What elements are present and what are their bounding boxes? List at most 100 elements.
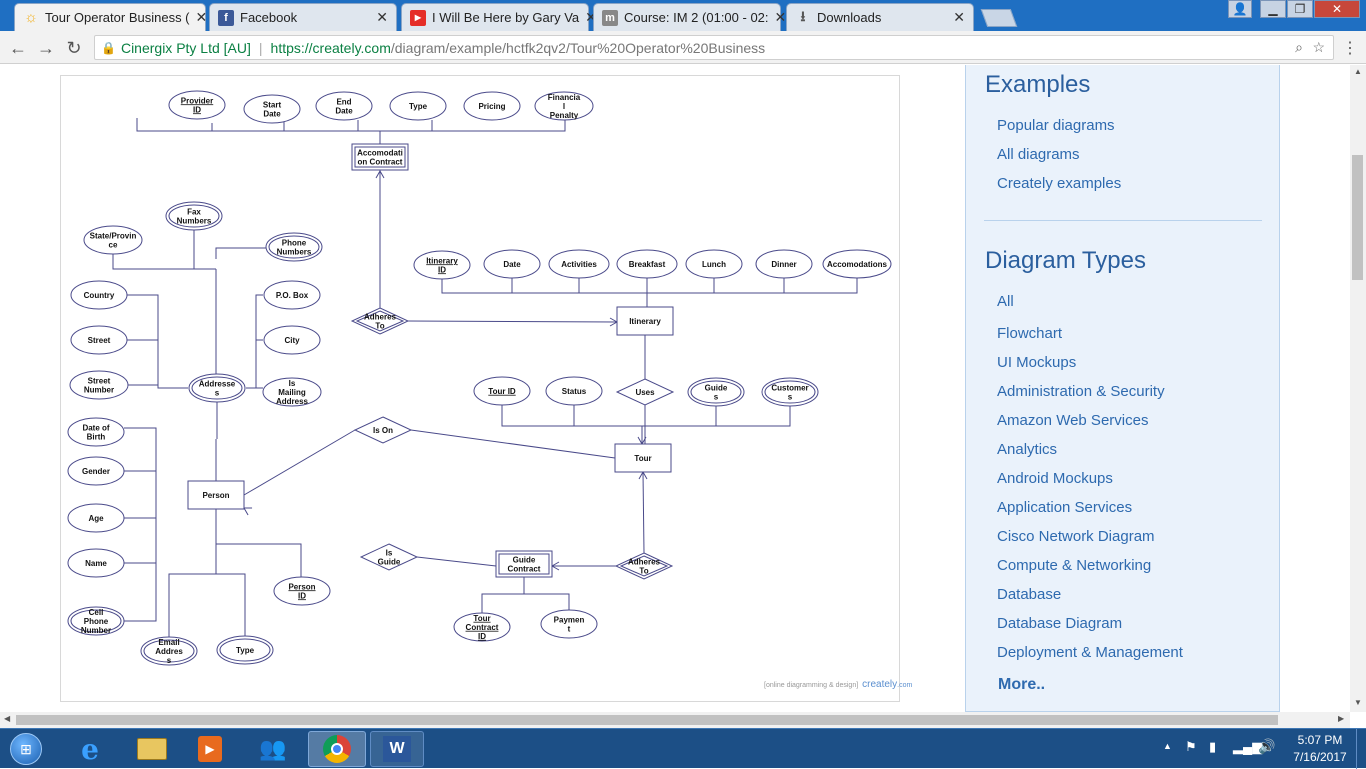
tab-course[interactable]: m Course: IM 2 (01:00 - 02: ✕ [593, 3, 786, 31]
attribute-country[interactable]: Country [70, 280, 128, 310]
type-link[interactable]: Database [997, 586, 1062, 603]
media-player-icon[interactable]: ▶ [184, 731, 236, 767]
type-link[interactable]: Deployment & Management [997, 644, 1183, 661]
word-icon[interactable]: W [370, 731, 424, 767]
link-all-diagrams[interactable]: All diagrams [997, 146, 1080, 163]
new-tab-button[interactable] [980, 9, 1018, 27]
attribute-date[interactable]: Date [483, 249, 541, 279]
type-link[interactable]: UI Mockups [997, 354, 1077, 371]
type-link[interactable]: Amazon Web Services [997, 412, 1149, 429]
minimize-button[interactable]: ▁ [1260, 0, 1286, 18]
type-link[interactable]: Android Mockups [997, 470, 1113, 487]
tab-downloads[interactable]: ⭳ Downloads ✕ [786, 3, 974, 31]
attribute-accomodations[interactable]: Accomodations [822, 249, 892, 279]
type-link[interactable]: Administration & Security [997, 383, 1165, 400]
attribute-p-o-box[interactable]: P.O. Box [263, 280, 321, 310]
attribute-gender[interactable]: Gender [67, 456, 125, 486]
entity-person[interactable]: Person [187, 480, 245, 510]
maximize-button[interactable]: ❐ [1287, 0, 1313, 18]
start-button[interactable]: ⊞ [2, 731, 50, 767]
scroll-up-arrow[interactable]: ▲ [1354, 67, 1362, 76]
file-explorer-icon[interactable] [126, 731, 178, 767]
action-center-icon[interactable]: ⚑ [1185, 739, 1197, 754]
relationship-uses[interactable]: Uses [615, 378, 675, 406]
tab-youtube[interactable]: ▶ I Will Be Here by Gary Va ✕ [401, 3, 597, 31]
scroll-down-arrow[interactable]: ▼ [1354, 698, 1362, 707]
vertical-scrollbar[interactable]: ▲ ▼ [1350, 65, 1366, 712]
attribute-name[interactable]: Name [67, 548, 125, 578]
scroll-right-arrow[interactable]: ▶ [1338, 714, 1345, 723]
link-popular-diagrams[interactable]: Popular diagrams [997, 117, 1115, 134]
tab-facebook[interactable]: f Facebook ✕ [209, 3, 397, 31]
horizontal-scrollbar[interactable]: ◀ ▶ [0, 712, 1350, 728]
reload-icon[interactable]: ↻ [66, 37, 82, 58]
entity-tour[interactable]: Tour [614, 443, 672, 473]
clock-date[interactable]: 7/16/2017 [1293, 750, 1347, 764]
show-desktop-button[interactable] [1356, 729, 1366, 769]
close-icon[interactable]: ✕ [195, 9, 208, 25]
close-icon[interactable]: ✕ [376, 9, 388, 25]
internet-explorer-icon[interactable]: e [81, 732, 99, 766]
scroll-left-arrow[interactable]: ◀ [4, 714, 11, 723]
attribute-tour-id[interactable]: Tour ID [473, 376, 531, 406]
type-link[interactable]: Application Services [997, 499, 1133, 516]
network-icon[interactable]: ▂▄▆ [1233, 739, 1263, 754]
attribute-type[interactable]: Type [216, 635, 274, 665]
tab-tour-operator[interactable]: ☼ Tour Operator Business ( ✕ [14, 3, 208, 31]
type-link[interactable]: Compute & Networking [997, 557, 1152, 574]
attribute-city[interactable]: City [263, 325, 321, 355]
link-creately-examples[interactable]: Creately examples [997, 175, 1122, 192]
attribute-age[interactable]: Age [67, 503, 125, 533]
clock-time[interactable]: 5:07 PM [1297, 733, 1343, 747]
user-icon[interactable]: 👤 [1228, 0, 1252, 18]
tray-expand-icon[interactable]: ▲ [1163, 741, 1172, 751]
attribute-pricing[interactable]: Pricing [463, 91, 521, 121]
volume-icon[interactable]: 🔊 [1258, 738, 1276, 754]
forward-arrow-icon[interactable]: → [37, 37, 55, 58]
star-icon[interactable]: ☆ [1312, 39, 1325, 55]
entity-accomodati-on-contract[interactable]: Accomodation Contract [351, 143, 409, 171]
attribute-status[interactable]: Status [545, 376, 603, 406]
attribute-activities[interactable]: Activities [548, 249, 610, 279]
attribute-lunch[interactable]: Lunch [685, 249, 743, 279]
scroll-thumb[interactable] [1352, 155, 1363, 280]
type-link[interactable]: Database Diagram [997, 615, 1123, 632]
close-icon[interactable]: ✕ [774, 9, 787, 25]
close-icon[interactable]: ✕ [585, 9, 597, 25]
type-link[interactable]: Flowchart [997, 325, 1063, 342]
entity-itinerary[interactable]: Itinerary [616, 306, 674, 336]
attribute-street[interactable]: Street [70, 325, 128, 355]
back-arrow-icon[interactable]: ← [9, 37, 27, 58]
relationship-is-on[interactable]: Is On [353, 416, 413, 444]
close-icon[interactable]: ✕ [953, 9, 965, 25]
scroll-thumb[interactable] [16, 715, 1278, 725]
address-bar[interactable]: 🔒 Cinergix Pty Ltd [AU] | https://create… [94, 35, 1334, 60]
messenger-icon[interactable]: 👥 [259, 736, 287, 761]
attribute-type[interactable]: Type [389, 91, 447, 121]
more-link[interactable]: More.. [998, 676, 1046, 693]
type-link[interactable]: Cisco Network Diagram [997, 528, 1155, 545]
chrome-icon[interactable] [308, 731, 366, 767]
type-link[interactable]: All [997, 293, 1014, 310]
